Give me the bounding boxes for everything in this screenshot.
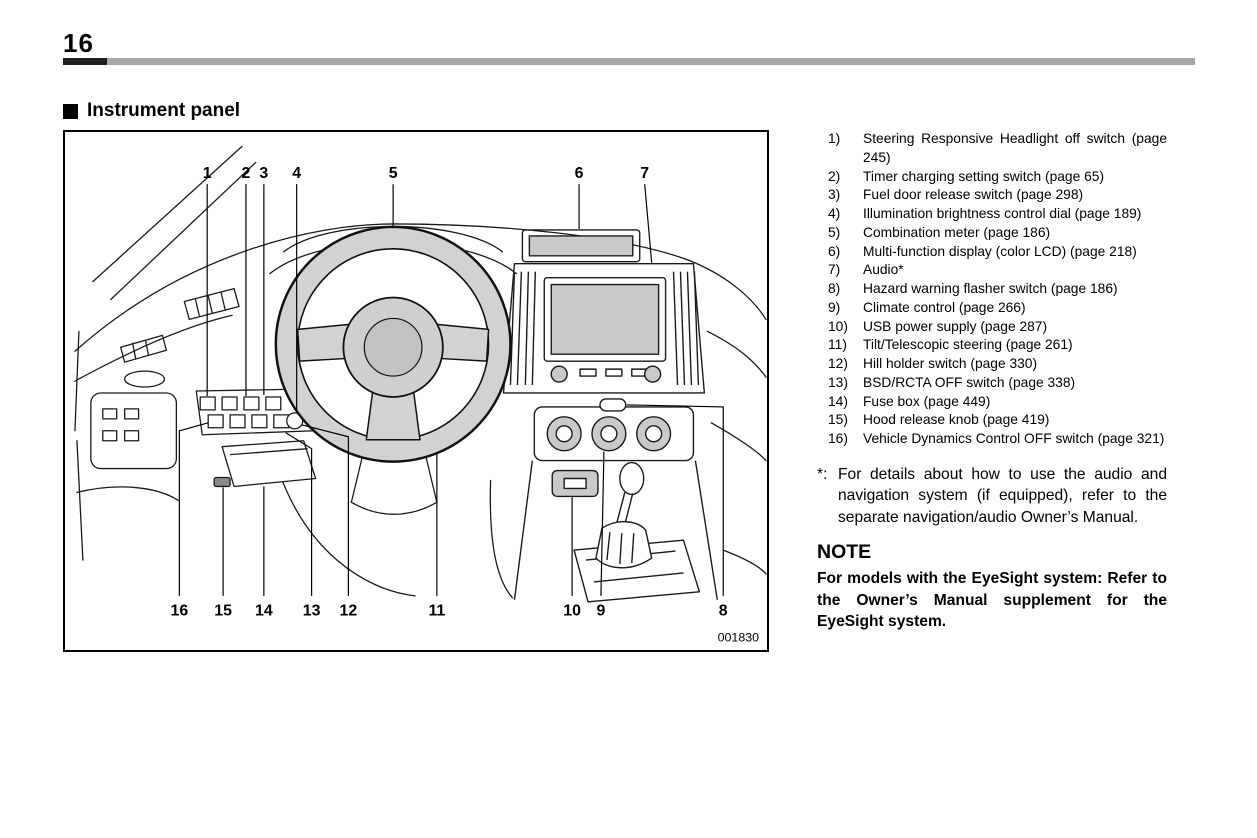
legend-item-text: Audio* (863, 262, 904, 278)
legend-item: 3) Fuel door release switch (page 298) (828, 186, 1167, 205)
legend-item: 7) Audio* (828, 261, 1167, 280)
legend-item-number: 2) (828, 168, 841, 184)
legend-item-number: 14) (828, 393, 848, 409)
footnote-text: For details about how to use the audio a… (838, 465, 1167, 526)
legend-item-number: 15) (828, 412, 848, 428)
legend-item-text: Multi-function display (color LCD) (page… (863, 243, 1137, 259)
legend-item-number: 4) (828, 206, 841, 221)
callout-label-15: 15 (214, 603, 232, 620)
legend-item-text: BSD/RCTA OFF switch (page 338) (863, 374, 1076, 390)
callout-label-1: 1 (203, 165, 212, 182)
legend-item-number: 12) (828, 356, 848, 371)
figure-code: 001830 (718, 631, 759, 645)
legend-item: 16) Vehicle Dynamics Control OFF switch (… (828, 430, 1167, 449)
callout-label-9: 9 (597, 603, 606, 620)
legend-item: 1) Steering Responsive Headlight off swit… (828, 130, 1167, 168)
legend-item-text: Steering Responsive Headlight off switch… (863, 131, 1167, 165)
legend-item-text: Illumination brightness control dial (pa… (863, 206, 1142, 221)
legend-item-text: Fuse box (page 449) (863, 393, 991, 409)
legend-item: 5) Combination meter (page 186) (828, 224, 1167, 243)
legend-item-number: 16) (828, 431, 848, 446)
legend-item-number: 10) (828, 318, 848, 334)
legend-item-number: 7) (828, 262, 841, 278)
callout-label-4: 4 (292, 165, 301, 182)
callout-label-11: 11 (428, 603, 445, 620)
legend-item-number: 1) (828, 131, 841, 146)
callout-label-2: 2 (242, 165, 251, 182)
callout-label-3: 3 (259, 165, 268, 182)
legend-item-text: Hood release knob (page 419) (863, 412, 1050, 428)
legend-item: 4) Illumination brightness control dial (… (828, 205, 1167, 224)
legend-item: 9) Climate control (page 266) (828, 299, 1167, 318)
legend-item: 12) Hill holder switch (page 330) (828, 355, 1167, 374)
callout-label-5: 5 (389, 165, 398, 182)
callout-label-8: 8 (719, 603, 728, 620)
legend-item: 14) Fuse box (page 449) (828, 393, 1167, 412)
callout-label-6: 6 (575, 165, 584, 182)
note-heading: NOTE (817, 541, 872, 564)
legend-item: 13) BSD/RCTA OFF switch (page 338) (828, 374, 1167, 393)
legend-item-text: Fuel door release switch (page 298) (863, 187, 1084, 203)
legend-item-number: 6) (828, 243, 841, 259)
legend-item: 10) USB power supply (page 287) (828, 318, 1167, 337)
section-heading: Instrument panel (63, 100, 240, 122)
legend-item-text: Vehicle Dynamics Control OFF switch (pag… (863, 431, 1165, 446)
callout-label-12: 12 (340, 603, 358, 620)
legend-item: 15) Hood release knob (page 419) (828, 411, 1167, 430)
legend-item-text: Timer charging setting switch (page 65) (863, 168, 1105, 184)
instrument-panel-diagram: 1 2 3 4 5 6 7 16 15 14 13 12 11 10 9 8 0… (74, 145, 767, 645)
legend-column: 1) Steering Responsive Headlight off swit… (817, 130, 1167, 633)
callout-label-7: 7 (640, 165, 649, 182)
section-title: Instrument panel (87, 100, 241, 121)
audio-footnote: *: For details about how to use the audi… (817, 464, 1167, 529)
legend-item-text: Tilt/Telescopic steering (page 261) (863, 337, 1073, 353)
header-rule-accent (63, 58, 107, 65)
legend-item: 6) Multi-function display (color LCD) (pa… (828, 243, 1167, 262)
legend-item-number: 5) (828, 224, 841, 240)
note-body: For models with the EyeSight system: Ref… (817, 570, 1167, 631)
legend-item-number: 8) (828, 281, 841, 296)
legend-item-number: 13) (828, 374, 848, 390)
footnote-marker: *: (817, 465, 828, 483)
legend-item-text: Climate control (page 266) (863, 299, 1026, 315)
legend-item-text: Combination meter (page 186) (863, 224, 1051, 240)
legend-item: 8) Hazard warning flasher switch (page 18… (828, 280, 1167, 299)
legend-item-text: Hazard warning flasher switch (page 186) (863, 281, 1118, 296)
callout-label-13: 13 (303, 603, 321, 620)
legend-item-number: 3) (828, 187, 841, 203)
legend-item-number: 11) (828, 337, 847, 353)
legend-list: 1) Steering Responsive Headlight off swit… (817, 130, 1167, 449)
callout-label-10: 10 (563, 603, 581, 620)
diagram-frame: 1 2 3 4 5 6 7 16 15 14 13 12 11 10 9 8 0… (63, 130, 769, 652)
callout-label-16: 16 (171, 603, 189, 620)
legend-item: 11) Tilt/Telescopic steering (page 261) (828, 336, 1167, 355)
header-rule (63, 58, 1195, 65)
legend-item: 2) Timer charging setting switch (page 65… (828, 168, 1167, 187)
page-number: 16 (63, 28, 94, 58)
callout-label-14: 14 (255, 603, 273, 620)
legend-item-number: 9) (828, 299, 841, 315)
section-bullet-icon (63, 103, 78, 119)
legend-item-text: USB power supply (page 287) (863, 318, 1048, 334)
legend-item-text: Hill holder switch (page 330) (863, 356, 1038, 371)
